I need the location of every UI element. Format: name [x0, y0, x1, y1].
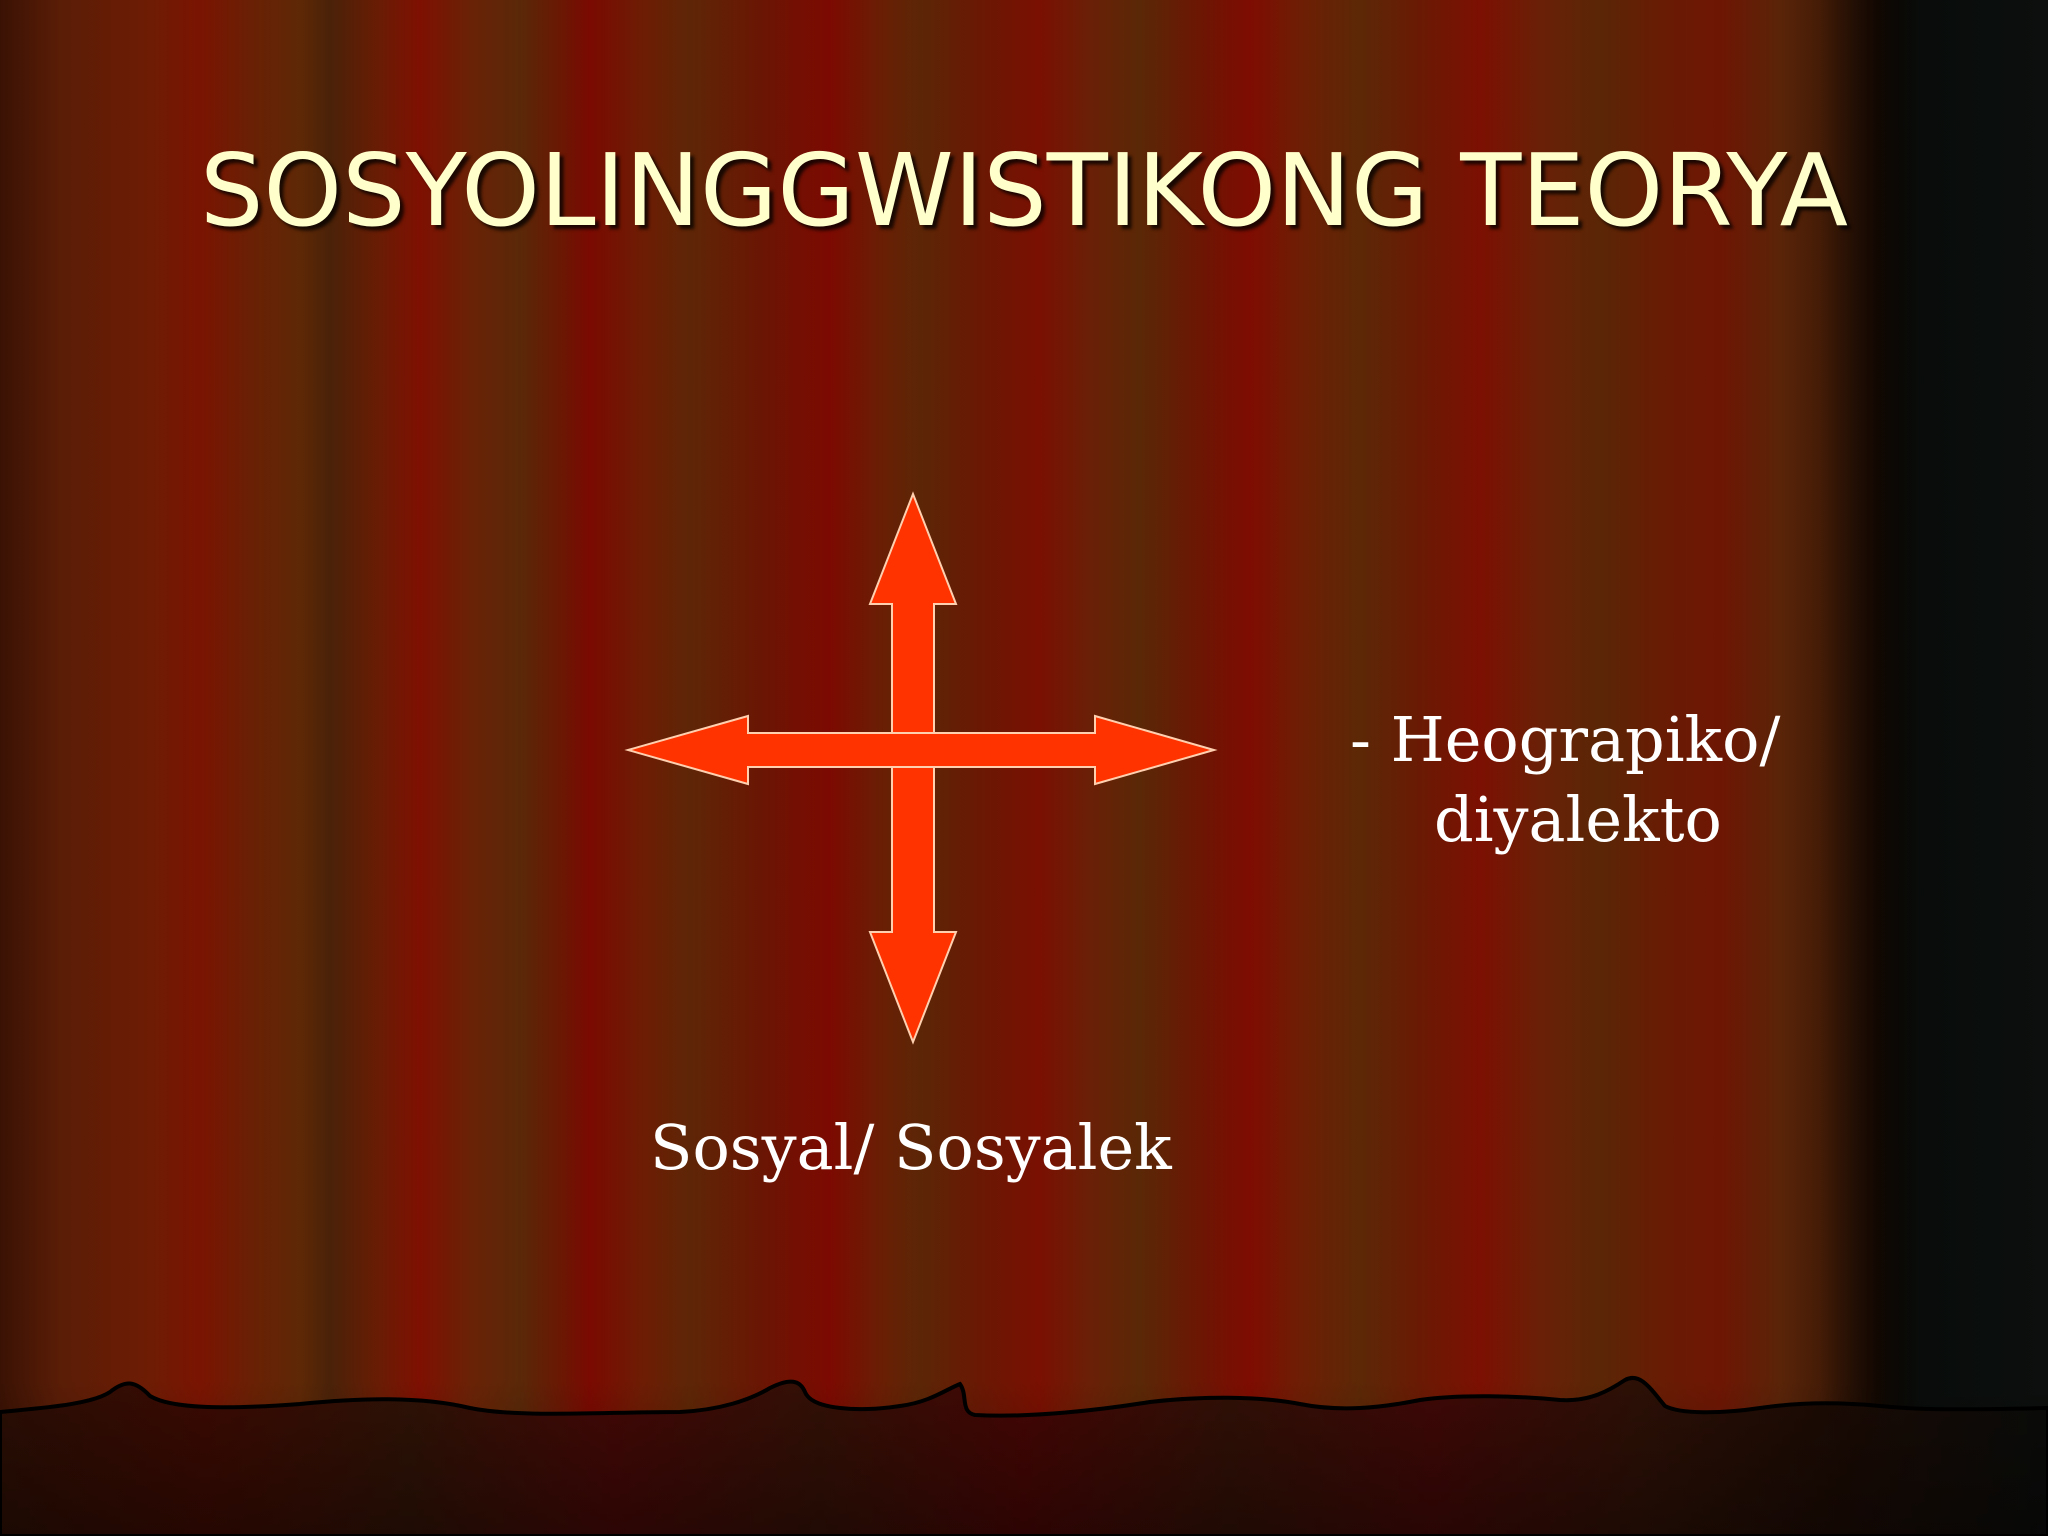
geo-label-line1: - Heograpiko/ — [1350, 703, 1781, 776]
geo-label-line2: diyalekto — [1434, 783, 1722, 856]
sosyal-label: Sosyal/ Sosyalek — [650, 1111, 1172, 1184]
horizontal-arrow — [624, 714, 1218, 786]
slide-title: SOSYOLINGGWISTIKONG TEORYA — [199, 132, 1849, 249]
geo-label: - Heograpiko/ diyalekto — [1350, 700, 1780, 860]
